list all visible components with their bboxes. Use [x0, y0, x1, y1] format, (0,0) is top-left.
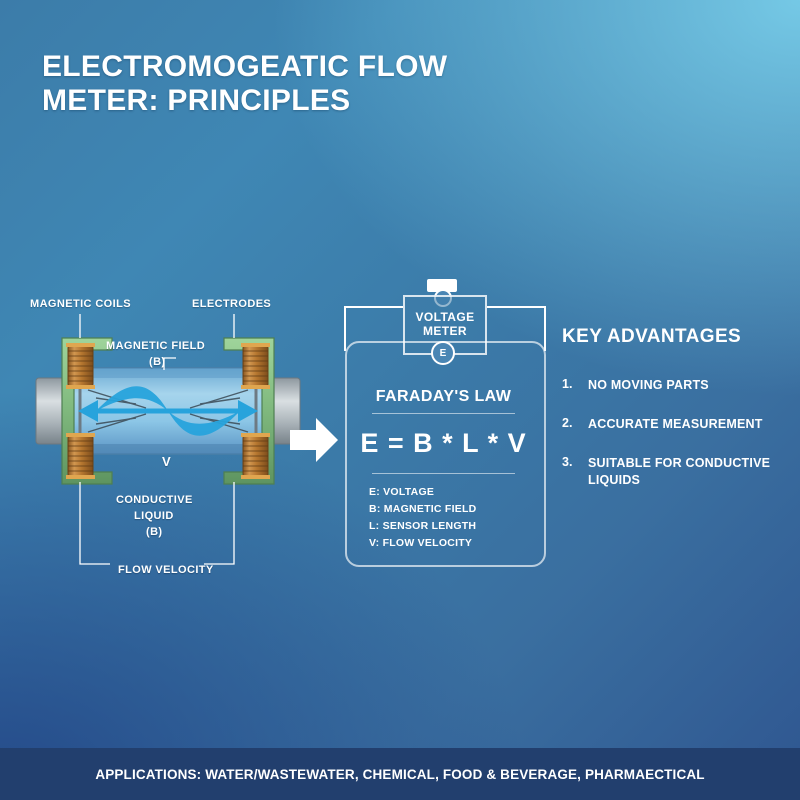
applications-footer-bar: APPLICATIONS: WATER/WASTEWATER, CHEMICAL… — [0, 748, 800, 800]
coil-top-left — [66, 343, 95, 389]
flow-meter-illustration — [35, 337, 301, 485]
variable-item: V: FLOW VELOCITY — [369, 537, 473, 549]
list-item: 1. NO MOVING PARTS — [562, 377, 787, 394]
variable-definitions: E: VOLTAGE B: MAGNETIC FIELD L: SENSOR L… — [369, 484, 477, 552]
voltage-meter-label-line1: VOLTAGE — [415, 310, 475, 325]
key-advantages-heading: KEY ADVANTAGES — [562, 326, 742, 347]
divider-bottom — [372, 473, 515, 474]
variable-item: B: MAGNETIC FIELD — [369, 503, 477, 515]
faraday-equation: E = B * L * V — [360, 428, 527, 458]
label-magnetic-field: MAGNETIC FIELD — [106, 340, 206, 352]
advantage-number: 3. — [562, 454, 573, 469]
variable-item: E: VOLTAGE — [369, 486, 435, 498]
coil-top-right — [241, 343, 270, 389]
title-line-2: METER: PRINCIPLES — [42, 83, 351, 117]
list-item: 3. SUITABLE FOR CONDUCTIVE LIQUIDS — [562, 455, 787, 489]
voltage-meter-cap — [427, 279, 457, 292]
variable-item: L: SENSOR LENGTH — [369, 520, 477, 532]
label-velocity-symbol: V — [162, 454, 172, 469]
label-electrodes: ELECTRODES — [192, 298, 272, 310]
voltage-meter-wires — [344, 306, 546, 351]
flow-meter-diagram: MAGNETIC COILS ELECTRODES MAGNETIC FIELD… — [18, 286, 318, 586]
label-leader-lines — [79, 314, 235, 565]
label-magnetic-coils: MAGNETIC COILS — [30, 298, 131, 310]
advantage-text: NO MOVING PARTS — [588, 378, 709, 392]
coil-bottom-right — [241, 433, 270, 479]
arrow-right-icon — [290, 418, 338, 462]
label-conductive-liquid-symbol: (B) — [146, 526, 163, 538]
advantage-text: SUITABLE FOR CONDUCTIVE LIQUIDS — [588, 455, 771, 487]
page-title: ELECTROMOGEATIC FLOW METER: PRINCIPLES — [42, 50, 562, 118]
faraday-law-panel — [345, 341, 546, 567]
faraday-law-heading: FARADAY'S LAW — [375, 388, 512, 405]
label-conductive-liquid-line2: LIQUID — [134, 510, 174, 522]
key-advantages-list: 1. NO MOVING PARTS 2. ACCURATE MEASUREME… — [562, 377, 787, 511]
label-flow-velocity: FLOW VELOCITY — [118, 564, 214, 576]
list-item: 2. ACCURATE MEASUREMENT — [562, 416, 787, 433]
advantage-text: ACCURATE MEASUREMENT — [588, 416, 763, 431]
advantage-number: 1. — [562, 377, 573, 391]
advantage-number: 2. — [562, 415, 573, 430]
coil-bottom-left — [66, 433, 95, 479]
label-magnetic-field-symbol: (B) — [149, 356, 166, 368]
divider-top — [372, 413, 515, 414]
title-line-1: ELECTROMOGEATIC FLOW — [42, 50, 448, 83]
applications-text: APPLICATIONS: WATER/WASTEWATER, CHEMICAL… — [95, 766, 705, 782]
voltage-meter-label-line2: METER — [423, 324, 467, 338]
label-conductive-liquid-line1: CONDUCTIVE — [116, 494, 193, 506]
